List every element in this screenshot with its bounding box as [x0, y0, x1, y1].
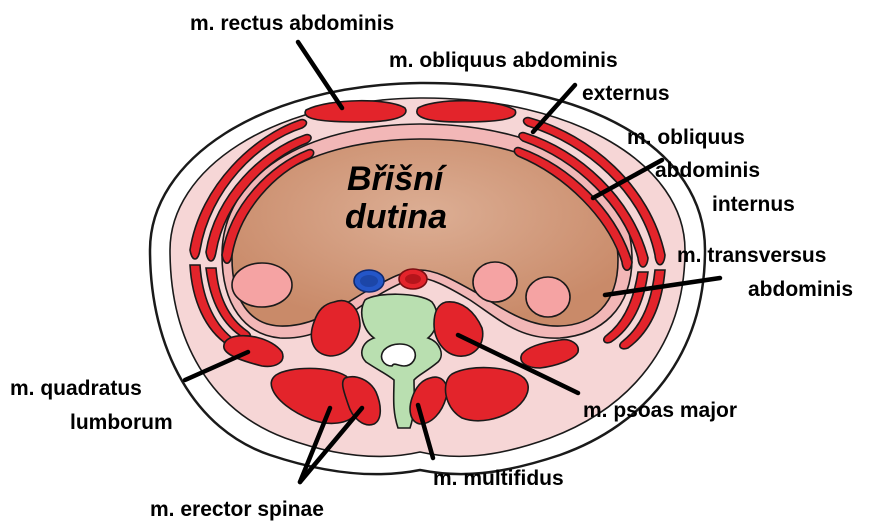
- label-psoas: m. psoas major: [583, 399, 737, 422]
- label-obliquus-externus-2: externus: [582, 82, 670, 105]
- label-erector: m. erector spinae: [150, 498, 324, 521]
- vena-cava-inner: [360, 275, 378, 287]
- label-obliquus-internus-3: internus: [712, 193, 795, 216]
- bowel-right-2: [526, 277, 570, 317]
- aorta-inner: [405, 274, 421, 284]
- cavity-label-line2: dutina: [345, 198, 447, 236]
- label-obliquus-internus-1: m. obliquus: [627, 126, 745, 149]
- label-quadratus-1: m. quadratus: [10, 377, 142, 400]
- label-multifidus: m. multifidus: [433, 467, 564, 490]
- label-transversus-1: m. transversus: [677, 244, 826, 267]
- label-quadratus-2: lumborum: [70, 411, 173, 434]
- rectus-right: [417, 101, 516, 122]
- kidney-left: [232, 263, 292, 307]
- label-transversus-2: abdominis: [748, 278, 853, 301]
- cavity-label-line1: Břišní: [347, 160, 448, 198]
- bowel-right-1: [473, 262, 517, 302]
- label-obliquus-internus-2: abdominis: [655, 159, 760, 182]
- spinal-canal: [382, 344, 416, 366]
- label-obliquus-externus-1: m. obliquus abdominis: [389, 49, 618, 72]
- label-rectus: m. rectus abdominis: [190, 12, 394, 35]
